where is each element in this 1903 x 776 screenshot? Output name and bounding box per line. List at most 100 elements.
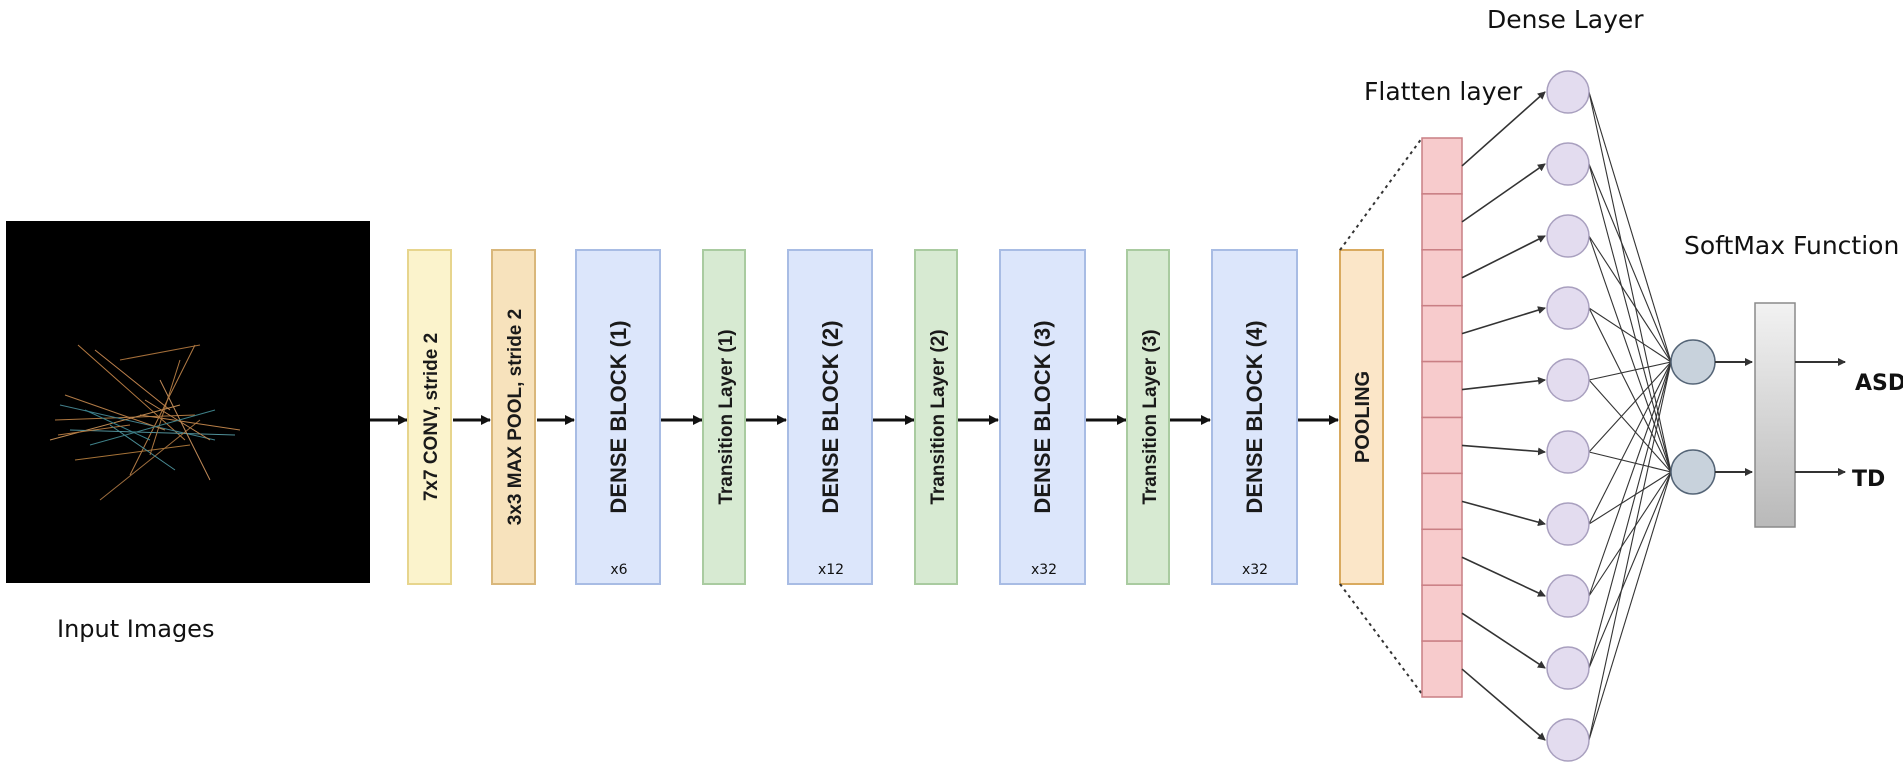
flatten-dense-connection <box>1461 668 1546 741</box>
block-dense3-label: DENSE BLOCK (3) <box>1030 320 1055 513</box>
dense-softmax-connection <box>1588 163 1672 473</box>
block-dense1-box <box>575 249 661 585</box>
output-label-asd: ASD <box>1855 371 1903 396</box>
block-trans2-label: Transition Layer (2) <box>928 329 949 504</box>
dense-node <box>1546 142 1590 186</box>
softmax-function-box <box>1754 302 1796 528</box>
input-image <box>6 221 370 583</box>
flatten-dense-connection <box>1461 376 1546 391</box>
block-conv-label: 7x7 CONV, stride 2 <box>421 333 442 501</box>
block-trans1-box <box>702 249 746 585</box>
input-images-label: Input Images <box>57 615 214 643</box>
block-maxpool-label: 3x3 MAX POOL, stride 2 <box>505 309 526 525</box>
dense-softmax-connection <box>1588 361 1672 381</box>
dense-softmax-connection <box>1588 235 1672 473</box>
dense-softmax-connection <box>1588 307 1672 363</box>
dense-softmax-connection <box>1588 91 1672 363</box>
block-trans2: Transition Layer (2) <box>914 249 958 585</box>
dense-layer-label: Dense Layer <box>1487 5 1644 34</box>
dense-softmax-connection <box>1588 471 1672 741</box>
dense-softmax-connection <box>1588 361 1672 741</box>
flatten-cell <box>1421 472 1463 531</box>
flatten-dense-connection <box>1461 235 1546 279</box>
block-trans3-label: Transition Layer (3) <box>1140 329 1161 504</box>
flatten-cell <box>1421 416 1463 475</box>
dense-node <box>1546 502 1590 546</box>
dense-to-softmax-connections <box>1588 91 1672 741</box>
flatten-to-dense-connections <box>1461 91 1546 741</box>
dense-layer <box>1546 70 1590 762</box>
flatten-dense-connection <box>1461 306 1546 335</box>
block-trans1: Transition Layer (1) <box>702 249 746 585</box>
dense-node <box>1546 214 1590 258</box>
softmax-function-label: SoftMax Function <box>1684 231 1899 260</box>
flatten-cell <box>1421 640 1463 698</box>
dense-node <box>1546 646 1590 690</box>
flatten-dense-connection <box>1461 91 1546 167</box>
block-conv: 7x7 CONV, stride 2 <box>407 249 452 585</box>
block-dense2: DENSE BLOCK (2) x12 <box>787 249 873 585</box>
softmax-node <box>1670 339 1716 385</box>
dense-softmax-connection <box>1588 163 1672 363</box>
block-dense2-multiplier: x12 <box>818 562 844 578</box>
block-dense4-box <box>1211 249 1298 585</box>
flatten-cell <box>1421 137 1463 195</box>
flatten-cell <box>1421 249 1463 307</box>
trajectory-lines <box>49 344 241 501</box>
flatten-dense-connection <box>1461 444 1546 456</box>
output-label-td: TD <box>1852 467 1885 492</box>
dense-softmax-connection <box>1588 91 1672 473</box>
dense-softmax-connection <box>1588 471 1672 525</box>
expansion-line-top <box>1339 137 1423 251</box>
dense-softmax-connection <box>1588 361 1672 525</box>
dense-softmax-connection <box>1588 235 1672 363</box>
block-pooling-box <box>1339 249 1384 585</box>
flatten-cell <box>1421 360 1463 419</box>
block-pooling-label: POOLING <box>1352 371 1374 463</box>
softmax-output-arrows <box>1715 358 1846 476</box>
flatten-dense-connection <box>1461 612 1546 669</box>
flatten-cell <box>1421 193 1463 251</box>
dense-softmax-connection <box>1588 361 1672 597</box>
flatten-dense-connection <box>1461 163 1546 223</box>
flatten-cell <box>1421 304 1463 363</box>
flatten-layer <box>1421 137 1463 698</box>
softmax-node <box>1670 449 1716 495</box>
dense-node <box>1546 70 1590 114</box>
dense-softmax-connection <box>1588 361 1672 453</box>
dense-softmax-connection <box>1588 471 1672 669</box>
block-trans1-label: Transition Layer (1) <box>716 329 737 504</box>
block-dense1-multiplier: x6 <box>610 562 627 578</box>
dense-node <box>1546 358 1590 402</box>
flatten-cell <box>1421 528 1463 586</box>
dense-node <box>1546 286 1590 330</box>
block-dense3-multiplier: x32 <box>1031 562 1057 578</box>
dense-node <box>1546 574 1590 618</box>
dense-softmax-connection <box>1588 451 1672 473</box>
softmax-nodes <box>1670 339 1716 495</box>
block-dense4-label: DENSE BLOCK (4) <box>1242 320 1267 513</box>
dense-softmax-connection <box>1588 307 1672 473</box>
block-dense4: DENSE BLOCK (4) x32 <box>1211 249 1298 585</box>
pooling-to-flatten-dots <box>1339 137 1423 695</box>
dense-softmax-connection <box>1588 361 1672 669</box>
dense-softmax-connection <box>1588 379 1672 473</box>
flatten-dense-connection <box>1461 556 1546 597</box>
flatten-dense-connection <box>1461 500 1546 527</box>
dense-softmax-connection <box>1588 471 1672 597</box>
block-dense3-box <box>999 249 1086 585</box>
block-maxpool-box <box>491 249 536 585</box>
block-dense2-box <box>787 249 873 585</box>
dense-node <box>1546 430 1590 474</box>
block-trans2-box <box>914 249 958 585</box>
block-dense1-label: DENSE BLOCK (1) <box>606 320 631 513</box>
expansion-line-bottom <box>1339 583 1423 695</box>
block-dense2-label: DENSE BLOCK (2) <box>818 320 843 513</box>
block-dense1: DENSE BLOCK (1) x6 <box>575 249 661 585</box>
block-conv-box <box>407 249 452 585</box>
block-trans3-box <box>1126 249 1170 585</box>
block-trans3: Transition Layer (3) <box>1126 249 1170 585</box>
block-maxpool: 3x3 MAX POOL, stride 2 <box>491 249 536 585</box>
block-dense3: DENSE BLOCK (3) x32 <box>999 249 1086 585</box>
